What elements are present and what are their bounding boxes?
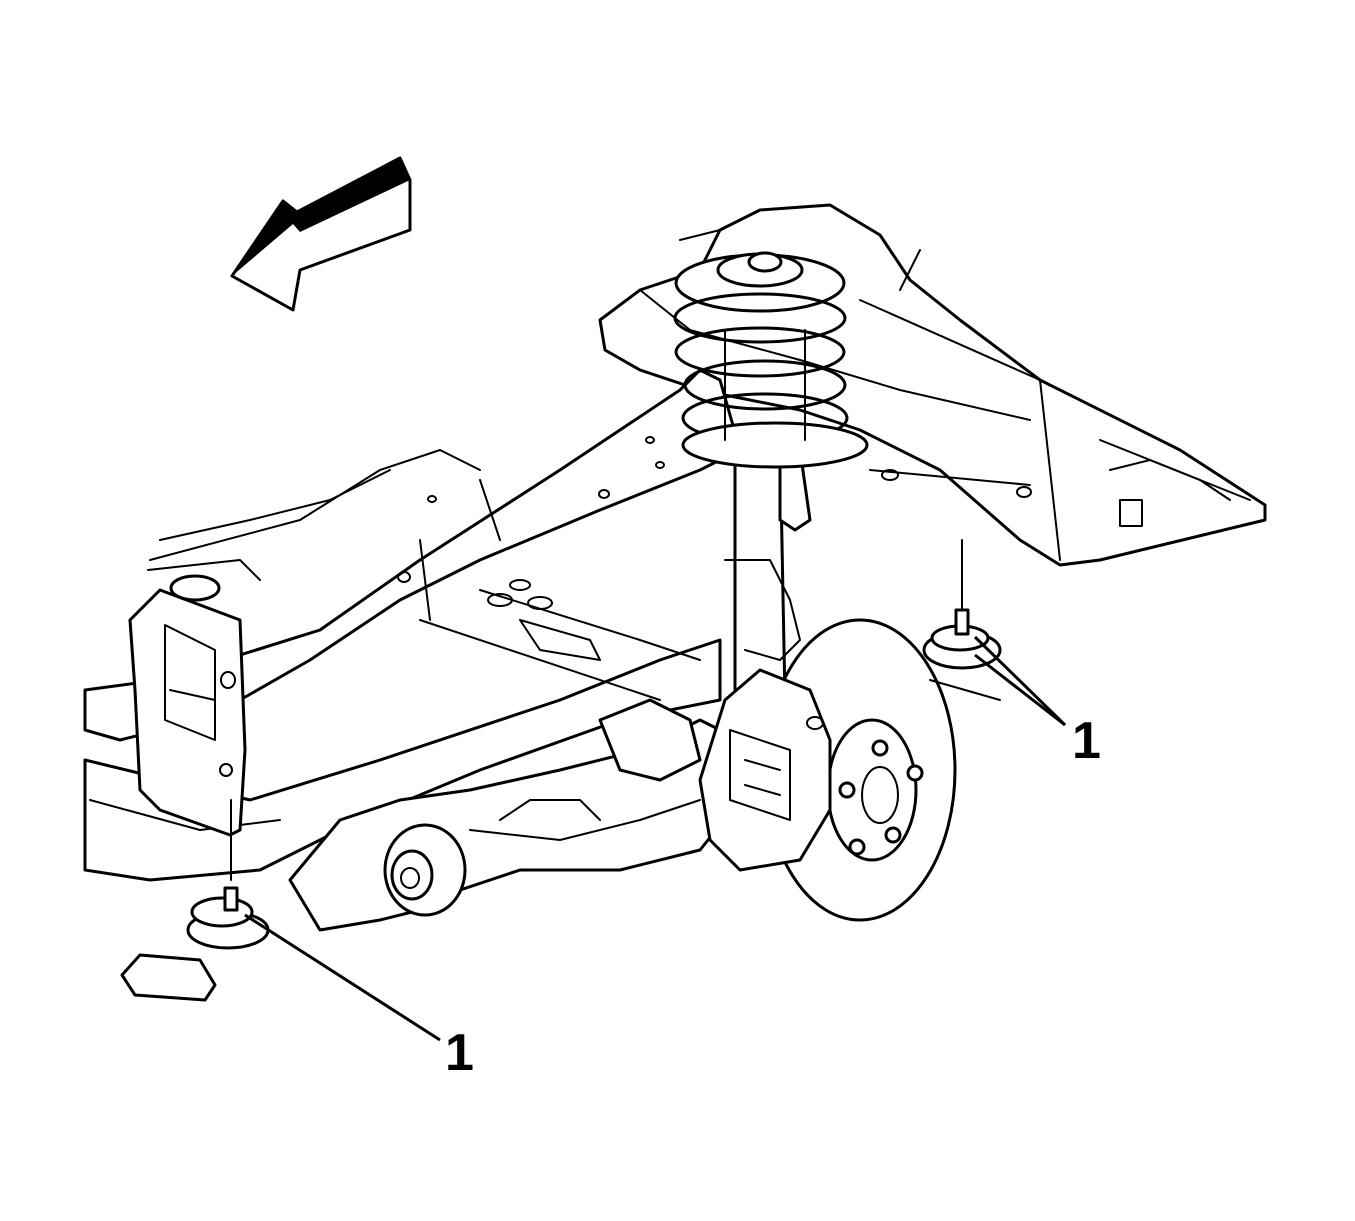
lower-control-arm bbox=[288, 698, 742, 932]
callout-leaders bbox=[244, 635, 1067, 1042]
front-direction-arrow-icon bbox=[230, 156, 412, 312]
callout-label-left: 1 bbox=[445, 1024, 474, 1082]
body-mount-left bbox=[120, 799, 270, 1002]
left-bracket bbox=[128, 559, 261, 837]
brake-caliper bbox=[698, 668, 832, 872]
strut-assembly bbox=[673, 251, 869, 722]
callout-label-right: 1 bbox=[1072, 712, 1101, 770]
